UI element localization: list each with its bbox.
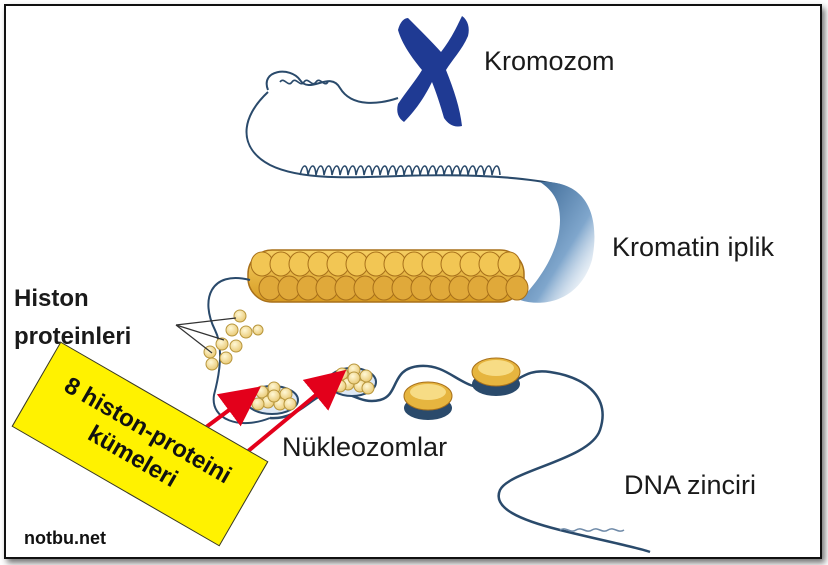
chromatin-fiber — [245, 91, 561, 186]
histone-bead — [361, 381, 375, 395]
histone-proteins-group — [203, 309, 264, 371]
nucleosome-disc-3 — [403, 381, 453, 420]
histone-pointer-lines — [175, 317, 237, 354]
histone-protein-bead — [225, 323, 239, 337]
histone-protein-bead — [239, 325, 253, 339]
histone-bead — [333, 379, 347, 393]
label-chromosome: Kromozom — [484, 46, 615, 76]
histone-bead — [283, 397, 297, 411]
coiled-loops-row — [299, 165, 501, 176]
nucleosome-histone-cluster-2 — [327, 363, 377, 397]
dna-strand — [269, 364, 651, 554]
label-dna: DNA zinciri — [624, 470, 757, 500]
label-nucleosomes: Nükleozomlar — [282, 432, 448, 462]
histone-bead — [251, 397, 265, 411]
histone-protein-bead — [205, 357, 219, 371]
nucleosome-histone-cluster-1 — [245, 381, 299, 415]
dna-double-helix — [559, 528, 625, 532]
histone-protein-bead — [219, 351, 233, 365]
coil-lobe — [497, 251, 521, 277]
label-histone-line1: Histon — [14, 285, 89, 312]
histone-protein-bead — [229, 339, 243, 353]
coil-lobe — [505, 275, 529, 301]
histone-protein-bead — [233, 309, 247, 323]
histone-protein-bead — [215, 337, 229, 351]
chromatin-coil-squiggle — [279, 79, 329, 85]
label-chromatin: Kromatin iplik — [612, 232, 775, 262]
histone-bead — [267, 389, 281, 403]
label-histone-line2: proteinleri — [14, 323, 132, 350]
histone-bead — [347, 371, 361, 385]
chromatin-loop-curve — [265, 70, 399, 104]
chromatin-coil — [247, 249, 529, 303]
chromosome-shape — [397, 16, 469, 127]
site-credit: notbu.net — [24, 528, 106, 548]
histone-protein-bead — [252, 324, 264, 336]
magnification-fan — [520, 181, 595, 303]
nucleosome-disc-4 — [471, 357, 521, 396]
